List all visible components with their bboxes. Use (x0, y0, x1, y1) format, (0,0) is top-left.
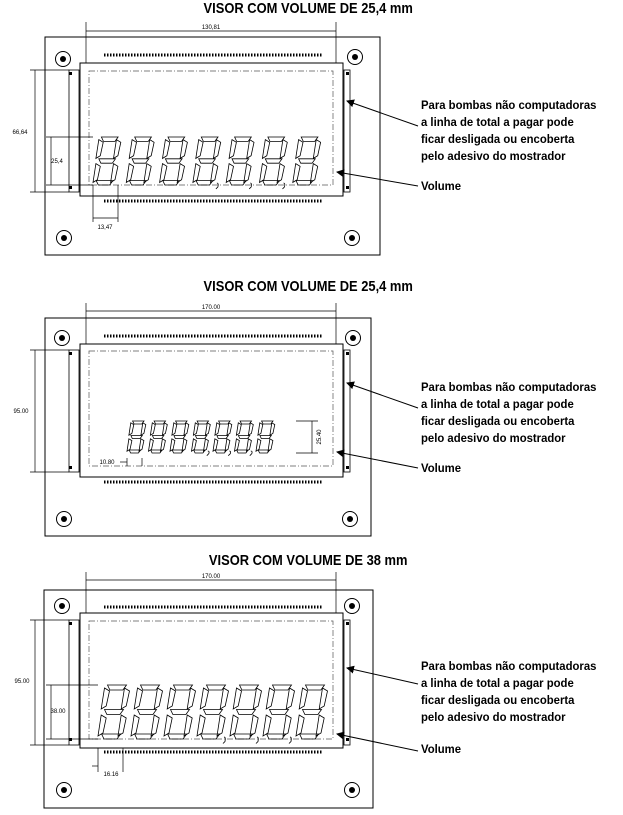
panel-1-dimension-lines (30, 22, 337, 222)
panel-1-note-line-1: Para bombas não computadoras (421, 98, 597, 112)
panel-3-volume-label: Volume (421, 742, 462, 756)
panel-2-note-arrow (346, 381, 419, 409)
panel-2-mount-hole-tr (345, 330, 361, 346)
panel-3-digits (97, 684, 328, 744)
panel-2-mount-hole-br (342, 511, 358, 527)
lcd-decimal-comma (228, 450, 232, 456)
panel-1-title: VISOR COM VOLUME DE 25,4 mm (203, 0, 413, 17)
panel-3-mount-hole-bl (56, 782, 72, 798)
panel-1-digits (92, 136, 322, 190)
panel-3-dimension-lines (30, 572, 337, 772)
panel-3-note-arrow (346, 665, 419, 685)
panel-1-note: Para bombas não computadoras a linha de … (421, 97, 605, 165)
panel-3-mount-hole-tr (344, 598, 360, 614)
panel-2-mount-hole-tl (54, 330, 70, 346)
panel-1-glass (79, 62, 344, 197)
lcd-digit (229, 684, 262, 744)
lcd-digit (196, 684, 229, 744)
panel-1-note-line-4: pelo adesivo do mostrador (421, 149, 566, 163)
lcd-digit (159, 136, 188, 186)
panel-2-dim-height: 95.00 (13, 409, 29, 415)
lcd-digit (225, 136, 255, 190)
panel-1-mount-hole-br (344, 230, 360, 246)
panel-3-mount-hole-br (344, 782, 360, 798)
panel-1-mount-hole-bl (56, 230, 72, 246)
panel-1-dim-digit-pitch: 13,47 (97, 225, 113, 231)
panel-3-note-line-1: Para bombas não computadoras (421, 659, 597, 673)
panel-1-note-arrow (346, 99, 419, 127)
panel-2-digits (126, 420, 276, 456)
panel-1-note-line-3: ficar desligada ou encoberta (421, 132, 575, 146)
panel-2-dim-digit-height: 25.40 (317, 429, 323, 445)
lcd-decimal-comma (215, 182, 219, 190)
panel-1-viewing-area (88, 70, 334, 186)
lcd-digit (125, 136, 155, 186)
lcd-digit (295, 684, 328, 740)
lcd-decimal-comma (282, 182, 286, 190)
lcd-decimal-comma (249, 450, 253, 456)
panel-3-mount-hole-tl (54, 598, 70, 614)
panel-2-note-line-3: ficar desligada ou encoberta (421, 414, 575, 428)
panel-2-dim-width: 170.00 (202, 305, 221, 311)
lcd-digit (92, 136, 122, 186)
lcd-digit (212, 420, 233, 456)
panel-3-note-line-3: ficar desligada ou encoberta (421, 693, 575, 707)
lcd-digit (192, 136, 222, 190)
lcd-digit (292, 136, 322, 186)
lcd-digit (233, 420, 254, 456)
panel-1-note-line-2: a linha de total a pagar pode (421, 115, 574, 129)
lcd-digit (190, 420, 211, 456)
lcd-digit (255, 420, 276, 454)
panel-1-mount-hole-tl (55, 51, 71, 67)
lcd-digit (130, 684, 163, 740)
lcd-digit (262, 684, 295, 744)
panel-3-note: Para bombas não computadoras a linha de … (421, 658, 605, 726)
panel-1-volume-label: Volume (421, 179, 462, 193)
panel-1-dim-digit-height: 25,4 (51, 159, 63, 165)
lcd-decimal-comma (206, 450, 210, 456)
panel-2-volume-arrow (336, 449, 419, 469)
panel-2-note-line-4: pelo adesivo do mostrador (421, 431, 566, 445)
lcd-digit (147, 420, 168, 454)
lcd-digit (97, 684, 130, 740)
panel-3-dim-digit-height: 38.00 (50, 709, 66, 715)
lcd-decimal-comma (288, 736, 292, 744)
panel-1-dim-width: 130,81 (202, 25, 221, 31)
panel-2-title: VISOR COM VOLUME DE 25,4 mm (203, 278, 413, 295)
panel-2-glass (79, 343, 344, 478)
lcd-decimal-comma (222, 736, 226, 744)
panel-3-board (43, 589, 374, 809)
panel-3-dim-width: 170.00 (202, 574, 221, 580)
panel-3-title: VISOR COM VOLUME DE 38 mm (208, 552, 408, 569)
panel-3-glass (79, 612, 344, 749)
lcd-decimal-comma (255, 736, 259, 744)
panel-2-board (44, 317, 372, 537)
panel-2-mount-hole-bl (56, 511, 72, 527)
panel-2-note: Para bombas não computadoras a linha de … (421, 379, 605, 447)
panel-3-dim-digit-pitch: 16.16 (103, 772, 119, 778)
panel-2-viewing-area (88, 350, 334, 467)
lcd-digit (258, 136, 288, 190)
lcd-digit (169, 420, 190, 454)
panel-2-volume-label: Volume (421, 461, 462, 475)
lcd-decimal-comma (248, 182, 252, 190)
lcd-digit (126, 420, 147, 454)
panel-1-mount-hole-tr (347, 49, 363, 65)
panel-3-dim-height: 95.00 (14, 679, 30, 685)
panel-2-dimension-lines (30, 303, 337, 473)
panel-2-note-line-2: a linha de total a pagar pode (421, 397, 574, 411)
panel-3-note-line-2: a linha de total a pagar pode (421, 676, 574, 690)
panel-2-dim-digit-pitch: 10.80 (99, 460, 115, 466)
panel-2-note-line-1: Para bombas não computadoras (421, 380, 597, 394)
panel-3-note-line-4: pelo adesivo do mostrador (421, 710, 566, 724)
lcd-digit (163, 684, 196, 740)
panel-1-dim-height: 66,64 (12, 130, 28, 136)
panel-1-volume-arrow (336, 169, 419, 187)
panel-3-volume-arrow (336, 731, 419, 752)
panel-1-board (44, 36, 381, 256)
